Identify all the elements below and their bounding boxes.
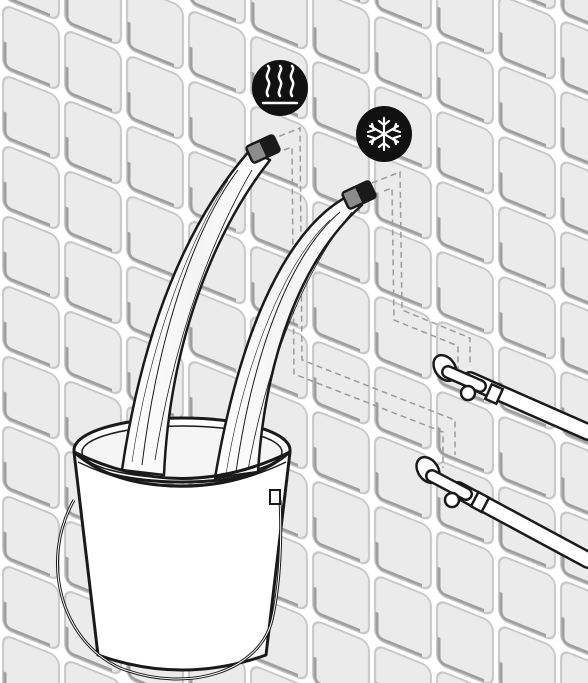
bucket — [74, 452, 290, 670]
cold-water-badge — [356, 106, 412, 162]
hot-water-badge — [252, 60, 308, 116]
